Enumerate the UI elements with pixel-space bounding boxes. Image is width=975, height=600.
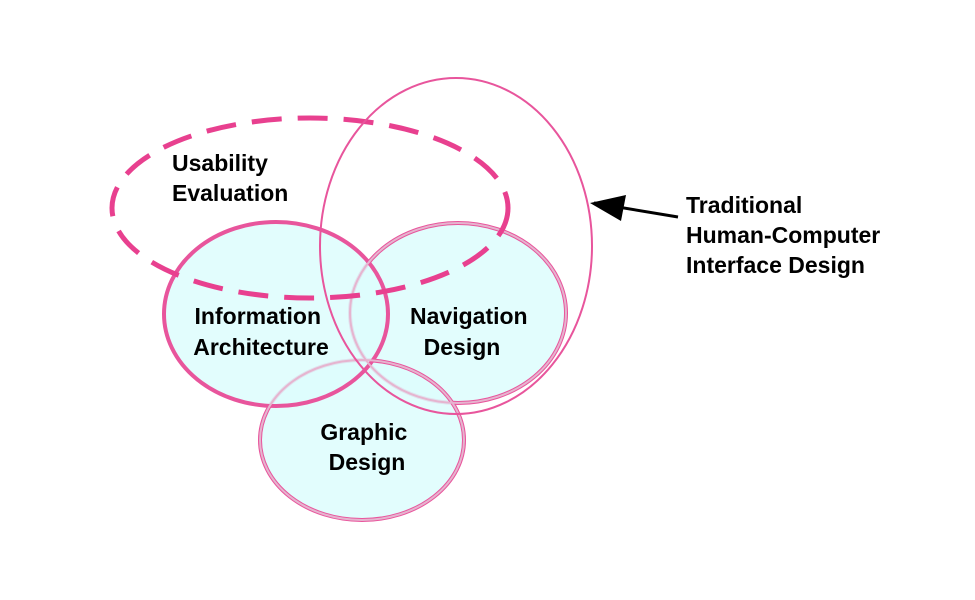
arrowhead-shape bbox=[590, 195, 626, 221]
graphic-design-label: Graphic Design bbox=[320, 419, 413, 475]
graphic-overlap-outline bbox=[259, 359, 465, 521]
information-architecture-label: Information Architecture bbox=[193, 303, 328, 360]
information-architecture-ellipse bbox=[162, 220, 390, 408]
navigation-design-label: Navigation Design bbox=[410, 303, 534, 360]
traditional-hci-ellipse bbox=[319, 77, 593, 415]
traditional-hci-label: Traditional Human-Computer Interface Des… bbox=[686, 192, 887, 278]
usability-evaluation-label: Usability Evaluation bbox=[172, 150, 288, 206]
navigation-overlap-outline bbox=[349, 222, 567, 404]
usability-evaluation-ellipse bbox=[109, 115, 511, 301]
